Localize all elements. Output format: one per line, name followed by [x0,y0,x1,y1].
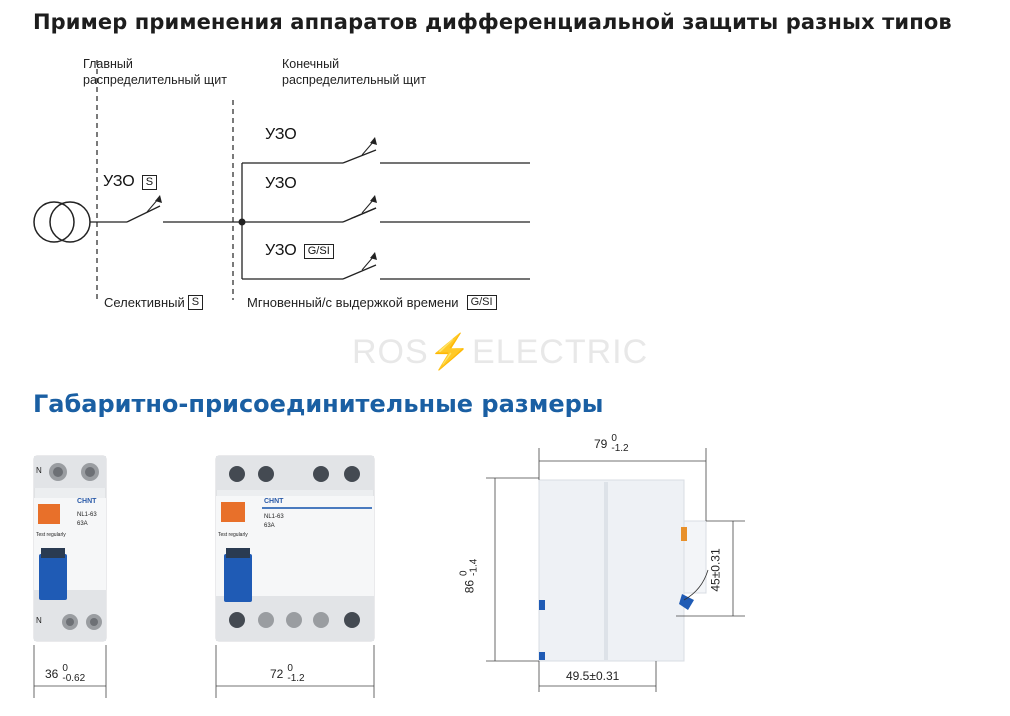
model-label-2p: NL1-63 [77,512,97,518]
dimensions-title: Габаритно-присоединительные размеры [33,390,604,418]
selective-switch [126,205,161,223]
branch-switch-1 [342,149,377,164]
uzo-selective-label: УЗО S [103,173,158,191]
rating-label-2p: 63A [77,521,88,527]
test-label-4p: Test regularly [218,532,248,538]
scheme-title: Пример применения аппаратов дифференциал… [33,10,952,34]
bolt-icon: ⚡ [428,333,473,371]
test-label-2p: Test regularly [36,532,66,538]
rating-label-4p: 63A [264,523,275,529]
main-board-label: Главный распределительный щит [83,57,227,87]
uzo-branch-3-label: УЗО G/SI [265,242,334,260]
uzo-branch-2-label: УЗО [265,175,297,192]
rcd-handle [39,554,67,600]
model-label-4p: NL1-63 [264,514,284,520]
brand-label-4p: CHNT [264,498,284,505]
watermark-logo: ROS⚡ELECTRIC [352,333,649,371]
rcd-2pole-image [33,455,107,642]
rcd-4pole-image [215,455,375,642]
terminal-n-bottom: N [36,616,42,625]
tag-gsi: G/SI [303,243,334,259]
uzo-branch-1-label: УЗО [265,126,297,143]
dim-handle-height: 45±0.31 [708,548,723,592]
branch-switch-3 [342,264,377,280]
dim-depth: 79 0 -1.2 [594,433,629,454]
dim-width-4p: 72 0 -1.2 [270,663,305,684]
terminal-n-top: N [36,466,42,475]
rcd-side-view-image [538,479,709,662]
test-button [38,504,60,524]
dim-width-2p: 36 0 -0.62 [45,663,86,684]
brand-label-2p: CHNT [77,498,97,505]
dim-height: 86 0 -1.4 [458,558,480,594]
legend-selective: Селективный S [104,295,204,310]
tag-s: S [141,174,158,190]
dim-rail-offset: 49.5±0.31 [566,669,620,683]
transformer-icon [33,201,75,243]
final-board-label: Конечный распределительный щит [282,57,426,87]
legend-instant: Мгновенный/с выдержкой времени G/SI [247,295,497,310]
